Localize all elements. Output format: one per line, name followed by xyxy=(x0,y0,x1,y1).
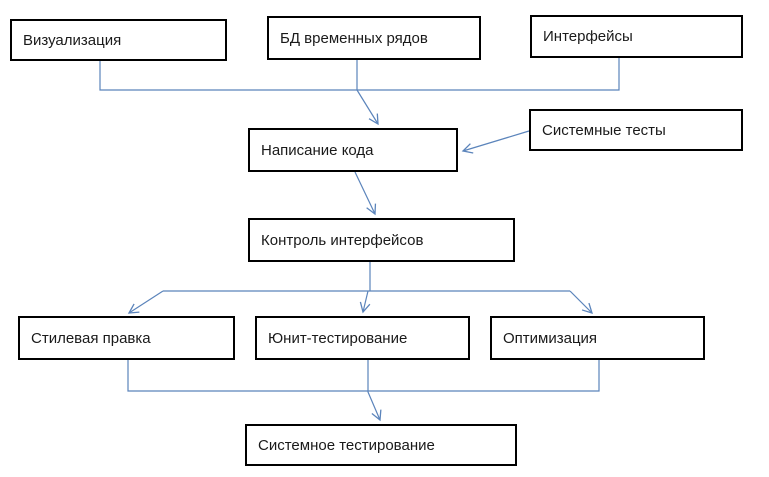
node-napisanie-koda: Написание кода xyxy=(248,128,458,172)
node-vizualizaciya: Визуализация xyxy=(10,19,227,61)
connector-kontrol-to-stilevaya-pravka xyxy=(127,290,164,314)
node-yunit-testirovanie: Юнит-тестирование xyxy=(255,316,470,360)
connector-top-rail xyxy=(99,58,620,91)
connector-kontrol-to-optimizaciya xyxy=(569,290,593,314)
connector-rail-to-napisanie-koda xyxy=(356,89,379,126)
node-label: Оптимизация xyxy=(503,329,598,347)
node-label: Системные тесты xyxy=(542,121,666,139)
node-label: Юнит-тестирование xyxy=(268,329,408,347)
node-kontrol-interfeysov: Контроль интерфейсов xyxy=(248,218,515,262)
node-interfeysy: Интерфейсы xyxy=(530,15,743,58)
node-bd-vremennyh-ryadov: БД временных рядов xyxy=(267,16,481,60)
connector-bottom-rail xyxy=(127,360,600,392)
node-label: Визуализация xyxy=(23,31,122,49)
node-sistemnye-testy: Системные тесты xyxy=(529,109,743,151)
node-sistemnoe-testirovanie: Системное тестирование xyxy=(245,424,517,466)
node-label: Системное тестирование xyxy=(258,436,435,454)
node-label: Стилевая правка xyxy=(31,329,151,347)
node-label: Интерфейсы xyxy=(543,28,633,45)
connector-kontrol-to-yunit-testirovanie xyxy=(359,290,371,314)
connector-napisanie-koda-to-kontrol xyxy=(354,171,377,216)
node-label: Написание кода xyxy=(261,141,374,159)
node-optimizaciya: Оптимизация xyxy=(490,316,705,360)
connector-sistemnye-testy-to-napisanie-koda xyxy=(461,130,530,154)
node-label: БД временных рядов xyxy=(280,29,428,47)
node-label: Контроль интерфейсов xyxy=(261,231,424,249)
connector-rail-to-sistemnoe-testirovanie xyxy=(367,360,382,422)
node-stilevaya-pravka: Стилевая правка xyxy=(18,316,235,360)
